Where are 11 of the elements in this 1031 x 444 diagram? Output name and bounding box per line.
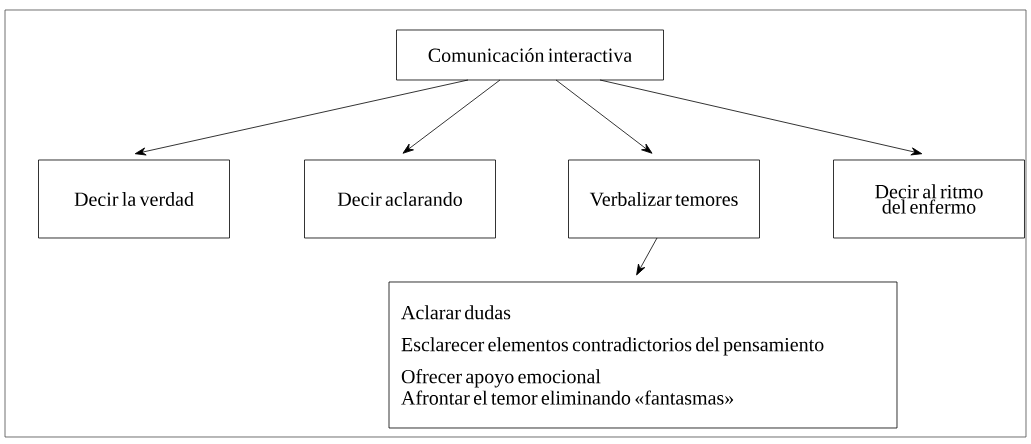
concept-box: Decir la verdad [38, 159, 230, 239]
arrow [636, 237, 658, 276]
concept-box: Verbalizar temores [568, 159, 760, 239]
concept-box: Comunicación interactiva [396, 29, 664, 81]
arrow [402, 79, 501, 154]
concept-box: Decir aclarando [304, 159, 496, 239]
arrow [555, 79, 653, 154]
arrow [599, 79, 923, 156]
item-list-box: Aclarar dudas Esclarecer elementos contradictorios del pensamiento Ofrecer apoyo emocional Afrontar el temor eliminando «fantasmas» [388, 281, 898, 429]
concept-box: Decir al ritmo del enfermo [833, 159, 1025, 239]
arrow [134, 79, 469, 156]
